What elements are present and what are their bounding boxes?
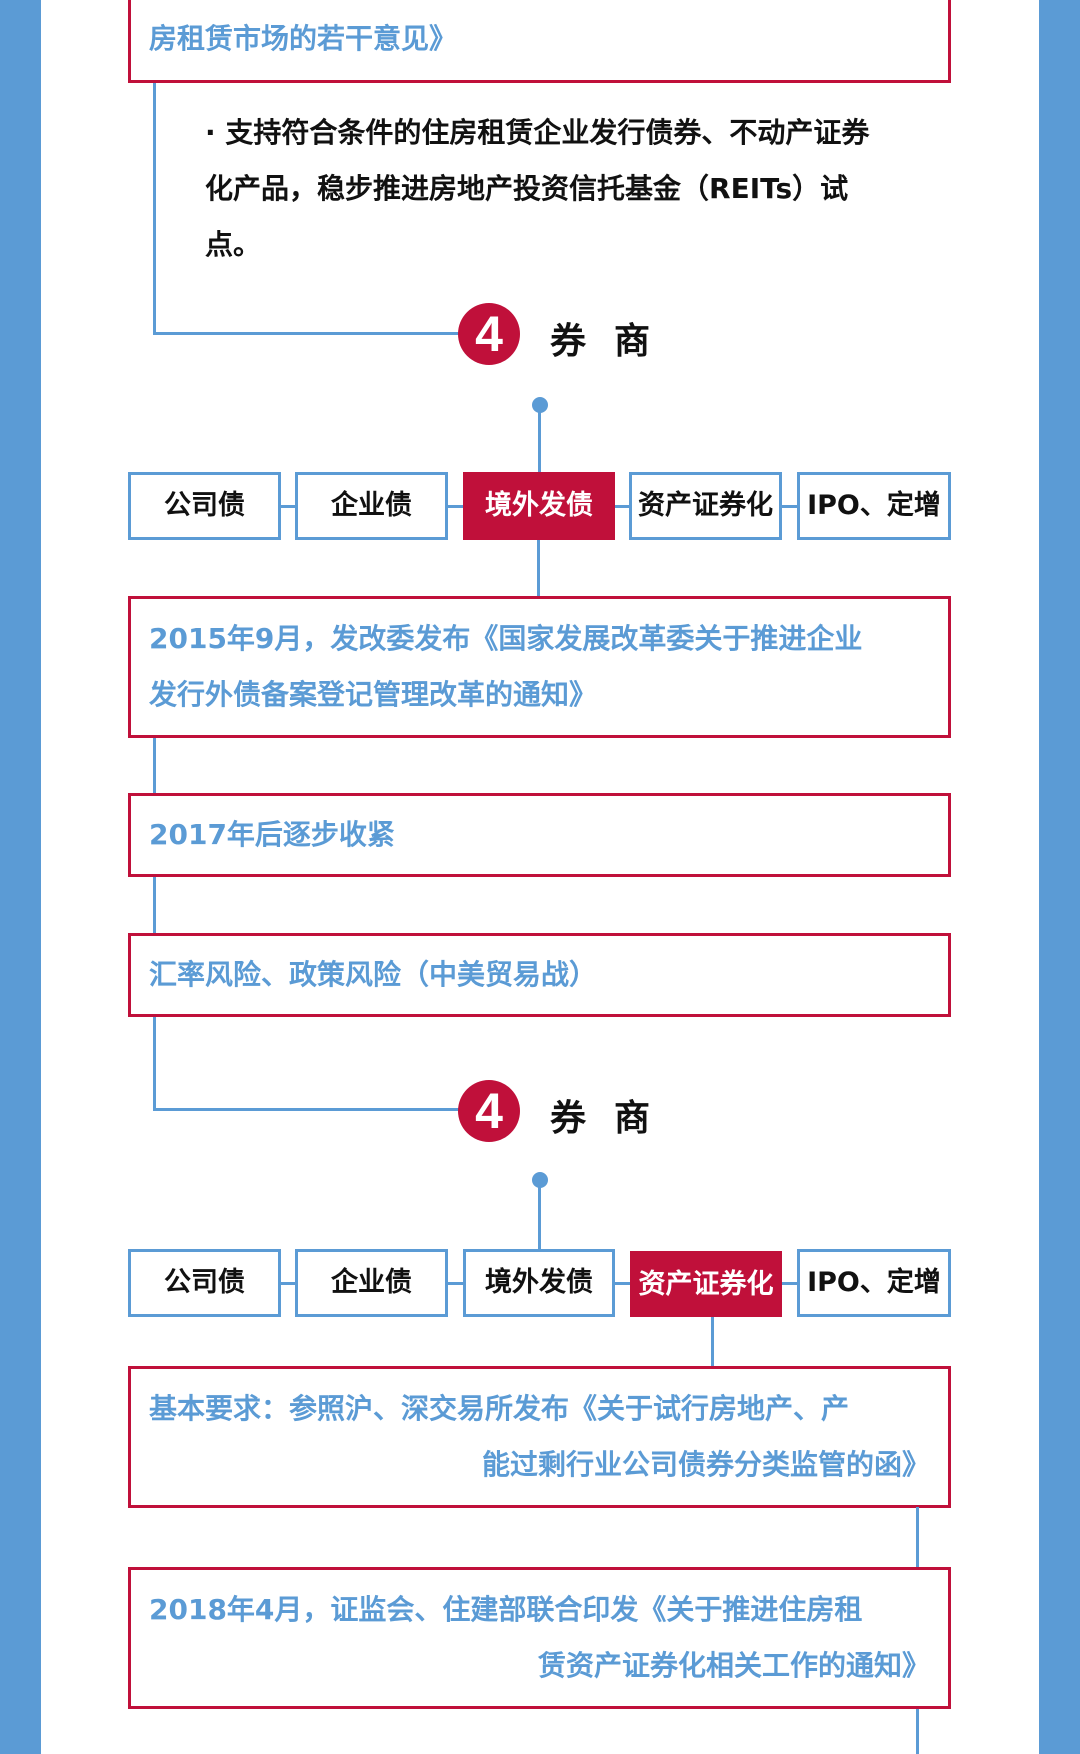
category-overseas-bond[interactable]: 境外发债 <box>463 1249 615 1317</box>
policy-text: 汇率风险、政策风险（中美贸易战） <box>149 958 598 991</box>
bullet-line: · 支持符合条件的住房租赁企业发行债券、不动产证券 <box>205 116 870 149</box>
connector-line <box>153 877 156 934</box>
connector-line <box>153 1108 463 1111</box>
bullet-paragraph: · 支持符合条件的住房租赁企业发行债券、不动产证券 化产品，稳步推进房地产投资信… <box>205 105 955 273</box>
category-enterprise-bond[interactable]: 企业债 <box>295 472 448 540</box>
connector-line <box>711 1317 714 1368</box>
policy-text: 2015年9月，发改委发布《国家发展改革委关于推进企业 <box>149 622 863 655</box>
category-enterprise-bond[interactable]: 企业债 <box>295 1249 448 1317</box>
connector-line <box>153 738 156 794</box>
connector-line <box>153 83 156 335</box>
policy-box-top: 房租赁市场的若干意见》 <box>128 0 951 83</box>
connector-line <box>538 405 541 473</box>
policy-text: 发行外债备案登记管理改革的通知》 <box>149 678 598 711</box>
section-title: 券商 <box>550 321 679 362</box>
connector-line <box>538 1180 541 1250</box>
connector-line <box>916 1507 919 1568</box>
section-number-badge: 4 <box>458 1080 520 1142</box>
connector-line <box>916 1709 919 1754</box>
category-ipo[interactable]: IPO、定增 <box>797 472 951 540</box>
category-ipo[interactable]: IPO、定增 <box>797 1249 951 1317</box>
right-blue-border <box>1039 0 1080 1754</box>
policy-text: 能过剩行业公司债券分类监管的函》 <box>481 1448 930 1481</box>
policy-text: 基本要求：参照沪、深交易所发布《关于试行房地产、产 <box>149 1392 850 1425</box>
bullet-line: 点。 <box>205 228 262 261</box>
policy-box-2015: 2015年9月，发改委发布《国家发展改革委关于推进企业 发行外债备案登记管理改革… <box>128 596 951 738</box>
policy-text: 赁资产证券化相关工作的通知》 <box>537 1649 930 1682</box>
policy-text: 房租赁市场的若干意见》 <box>149 22 458 55</box>
section-number-badge: 4 <box>458 303 520 365</box>
category-abs[interactable]: 资产证券化 <box>630 1251 782 1317</box>
left-blue-border <box>0 0 41 1754</box>
policy-text: 2017年后逐步收紧 <box>149 818 395 851</box>
category-corporate-bond[interactable]: 公司债 <box>128 1249 281 1317</box>
section-title: 券商 <box>550 1098 679 1139</box>
policy-box-2017: 2017年后逐步收紧 <box>128 793 951 877</box>
category-corporate-bond[interactable]: 公司债 <box>128 472 281 540</box>
connector-line <box>153 1017 156 1111</box>
policy-box-requirements: 基本要求：参照沪、深交易所发布《关于试行房地产、产 能过剩行业公司债券分类监管的… <box>128 1366 951 1508</box>
connector-line <box>153 332 463 335</box>
connector-line <box>537 540 540 598</box>
bullet-line: 化产品，稳步推进房地产投资信托基金（REITs）试 <box>205 172 849 205</box>
risk-box: 汇率风险、政策风险（中美贸易战） <box>128 933 951 1017</box>
policy-text: 2018年4月，证监会、住建部联合印发《关于推进住房租 <box>149 1593 863 1626</box>
policy-box-2018: 2018年4月，证监会、住建部联合印发《关于推进住房租 赁资产证券化相关工作的通… <box>128 1567 951 1709</box>
category-overseas-bond[interactable]: 境外发债 <box>463 472 615 540</box>
category-abs[interactable]: 资产证券化 <box>629 472 782 540</box>
